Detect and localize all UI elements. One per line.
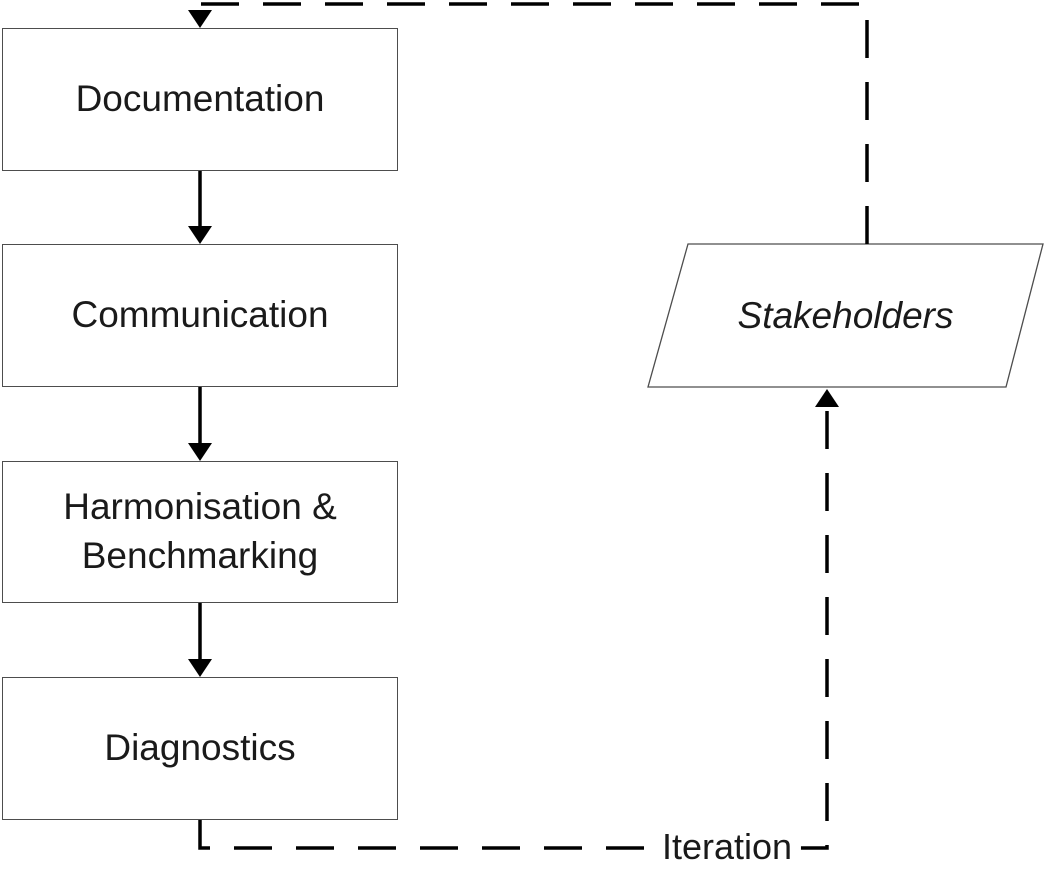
arrow-down-into-documentation-icon bbox=[188, 10, 212, 28]
node-communication-label: Communication bbox=[71, 294, 329, 336]
connector-stakeholders-to-documentation bbox=[188, 2, 869, 244]
node-stakeholders: Stakeholders bbox=[648, 244, 1043, 387]
node-stakeholders-label: Stakeholders bbox=[737, 294, 954, 336]
node-harmonisation-benchmarking-label: Harmonisation & Benchmarking bbox=[63, 486, 337, 576]
node-communication: Communication bbox=[2, 244, 398, 387]
arrow-down-icon bbox=[188, 443, 212, 461]
node-diagnostics-label: Diagnostics bbox=[104, 727, 296, 769]
node-harmonisation-benchmarking: Harmonisation & Benchmarking bbox=[2, 461, 398, 603]
connector-documentation-to-communication bbox=[188, 171, 212, 244]
stakeholders-parallelogram-shape bbox=[647, 243, 1044, 388]
node-documentation-label: Documentation bbox=[75, 78, 325, 120]
dashed-feedback-line-top bbox=[198, 2, 869, 244]
connector-diagnostics-to-stakeholders bbox=[198, 389, 839, 850]
connector-harmonisation-to-diagnostics bbox=[188, 603, 212, 677]
arrow-down-icon bbox=[188, 659, 212, 677]
connector-communication-to-harmonisation bbox=[188, 387, 212, 461]
dashed-iteration-line bbox=[198, 407, 829, 850]
node-documentation: Documentation bbox=[2, 28, 398, 171]
arrow-up-into-stakeholders-icon bbox=[815, 389, 839, 407]
arrow-down-icon bbox=[188, 226, 212, 244]
iteration-edge-label: Iteration bbox=[652, 826, 802, 868]
node-diagnostics: Diagnostics bbox=[2, 677, 398, 820]
